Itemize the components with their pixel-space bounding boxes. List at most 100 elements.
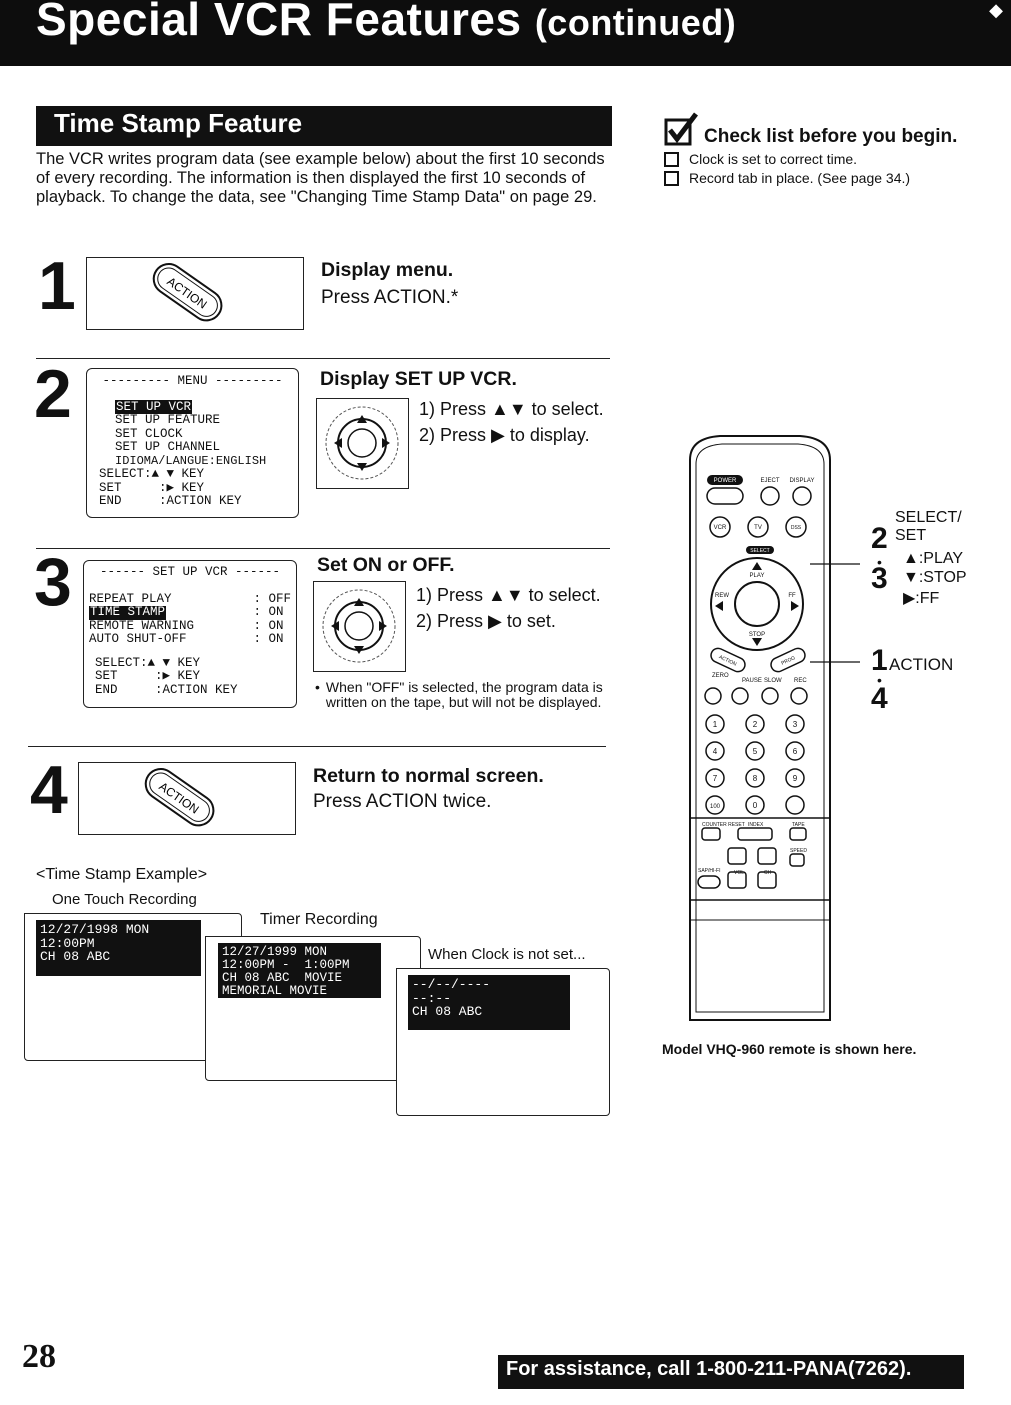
- menu-end-hint: END :ACTION KEY: [99, 494, 242, 508]
- step-number: 3: [34, 544, 72, 620]
- action-button-panel: ACTION: [86, 257, 304, 330]
- page-number: 28: [22, 1338, 56, 1375]
- menu-screen-title: --------- MENU ---------: [102, 374, 283, 388]
- svg-text:0: 0: [753, 801, 758, 810]
- step-number: 1: [38, 248, 76, 324]
- checkbox-icon: [664, 151, 679, 167]
- setup-vcr-screen: ------ SET UP VCR ------ REPEAT PLAY: OF…: [83, 560, 297, 708]
- divider: [36, 548, 610, 549]
- step-title: Return to normal screen.: [313, 765, 544, 787]
- note-text: When "OFF" is selected, the program data…: [325, 679, 603, 710]
- callout-stop: ▼:STOP: [903, 569, 967, 586]
- menu-item-selected: SET UP VCR: [115, 399, 193, 414]
- checklist: Check list before you begin. Clock is se…: [664, 112, 994, 186]
- callout-play: ▲:PLAY: [903, 550, 964, 567]
- menu-set-hint: SET :▶ KEY: [99, 480, 205, 495]
- svg-text:INDEX: INDEX: [748, 822, 764, 828]
- svg-text:REC: REC: [794, 678, 807, 684]
- callout-number: 4: [871, 682, 888, 715]
- svg-text:PROG: PROG: [780, 655, 796, 667]
- svg-text:100: 100: [710, 804, 721, 810]
- svg-text:POWER: POWER: [714, 478, 737, 484]
- menu-item: SET UP FEATURE: [115, 413, 221, 427]
- callout-dot: •: [877, 554, 882, 570]
- menu-item: SET CLOCK: [115, 426, 183, 441]
- setup-screen-title: ------ SET UP VCR ------: [99, 565, 281, 579]
- checkbox-icon: [664, 170, 679, 186]
- svg-text:COUNTER RESET: COUNTER RESET: [702, 822, 745, 828]
- menu-item: IDIOMA/LANGUE:ENGLISH: [115, 453, 267, 468]
- example-screen: 12/27/1999 MON 12:00PM - 1:00PM CH 08 AB…: [218, 943, 381, 998]
- bullet-icon: •: [315, 679, 320, 695]
- step-title: Display SET UP VCR.: [320, 368, 517, 390]
- instruction-line: 1) Press ▲▼ to select.: [419, 399, 604, 419]
- section-title: Time Stamp Feature: [36, 106, 612, 146]
- svg-text:PAUSE: PAUSE: [742, 678, 762, 684]
- instruction-line: 2) Press ▶ to display.: [419, 425, 590, 445]
- setup-row: AUTO SHUT-OFF: ON: [89, 632, 284, 646]
- svg-text:DISPLAY: DISPLAY: [790, 478, 815, 484]
- svg-text:4: 4: [713, 747, 718, 756]
- menu-select-hint: SELECT:▲ ▼ KEY: [99, 467, 205, 481]
- step-title: Set ON or OFF.: [317, 554, 455, 576]
- svg-text:SAP/HI-FI: SAP/HI-FI: [698, 868, 721, 874]
- step-number: 4: [30, 752, 68, 828]
- step-text: Press ACTION.*: [321, 287, 459, 308]
- step-text: Press ACTION twice.: [313, 791, 492, 812]
- example-screen: 12/27/1998 MON 12:00PM CH 08 ABC: [36, 920, 201, 976]
- example-label: One Touch Recording: [52, 891, 197, 908]
- callout-dot: •: [877, 672, 882, 688]
- example-label: Timer Recording: [260, 911, 378, 928]
- checklist-item: Record tab in place. (See page 34.): [664, 170, 994, 186]
- svg-text:DSS: DSS: [791, 525, 802, 531]
- menu-item: SET UP CHANNEL: [115, 440, 221, 454]
- checklist-item-label: Record tab in place. (See page 34.): [689, 170, 911, 186]
- checklist-item-label: Clock is set to correct time.: [689, 151, 858, 167]
- svg-text:VCR: VCR: [714, 525, 727, 531]
- dpad-panel: [313, 581, 406, 672]
- svg-text:ZERO: ZERO: [712, 673, 729, 679]
- page-header: Special VCR Features (continued) ◆: [0, 0, 1011, 66]
- callout-number: 2: [871, 522, 888, 555]
- setup-row-selected: TIME STAMP: ON: [89, 605, 284, 620]
- checklist-item: Clock is set to correct time.: [664, 151, 994, 167]
- divider: [28, 746, 606, 747]
- instruction-line: 2) Press ▶ to set.: [416, 611, 556, 631]
- checkmark-box-icon: [664, 112, 698, 146]
- svg-text:6: 6: [793, 747, 798, 756]
- menu-select-hint: SELECT:▲ ▼ KEY: [95, 655, 201, 670]
- dpad-icon: [325, 406, 399, 480]
- action-button-panel: ACTION: [78, 762, 296, 835]
- svg-text:SLOW: SLOW: [764, 678, 782, 684]
- callout-number: 1: [871, 644, 888, 677]
- intro-paragraph: The VCR writes program data (see example…: [36, 150, 605, 206]
- setup-row: REPEAT PLAY: OFF: [89, 591, 291, 606]
- page-title-sub: (continued): [534, 2, 737, 43]
- checklist-header: Check list before you begin.: [664, 112, 994, 148]
- divider: [36, 358, 610, 359]
- page-title-main: Special VCR Features: [36, 0, 522, 45]
- remote-control-illustration: POWER EJECT DISPLAY VCR TV DSS SELECT PL…: [689, 435, 860, 1021]
- svg-text:7: 7: [713, 774, 718, 783]
- menu-end-hint: END :ACTION KEY: [95, 682, 238, 697]
- svg-text:EJECT: EJECT: [760, 478, 779, 484]
- action-button-icon: ACTION: [152, 262, 223, 322]
- instruction-line: 1) Press ▲▼ to select.: [416, 585, 601, 605]
- menu-screen: --------- MENU --------- SET UP VCR SET …: [86, 368, 299, 518]
- menu-set-hint: SET :▶ KEY: [95, 669, 201, 683]
- corner-mark-icon: ◆: [989, 0, 1003, 20]
- svg-text:2: 2: [753, 720, 758, 729]
- assistance-banner: For assistance, call 1-800-211-PANA(7262…: [498, 1355, 964, 1389]
- step-instructions: 1) Press ▲▼ to select. 2) Press ▶ to set…: [416, 582, 601, 634]
- svg-text:VOL: VOL: [734, 870, 744, 876]
- example-label: When Clock is not set...: [428, 946, 586, 963]
- svg-text:CH: CH: [764, 870, 772, 876]
- dpad-panel: [316, 398, 409, 489]
- action-button-icon: ACTION: [144, 767, 215, 827]
- svg-text:SPEED: SPEED: [790, 848, 807, 854]
- svg-text:SELECT: SELECT: [750, 548, 769, 554]
- svg-text:5: 5: [753, 747, 758, 756]
- callout-ff: ▶:FF: [903, 590, 940, 607]
- svg-text:8: 8: [753, 774, 758, 783]
- example-screen: --/--/---- --:-- CH 08 ABC: [408, 975, 570, 1030]
